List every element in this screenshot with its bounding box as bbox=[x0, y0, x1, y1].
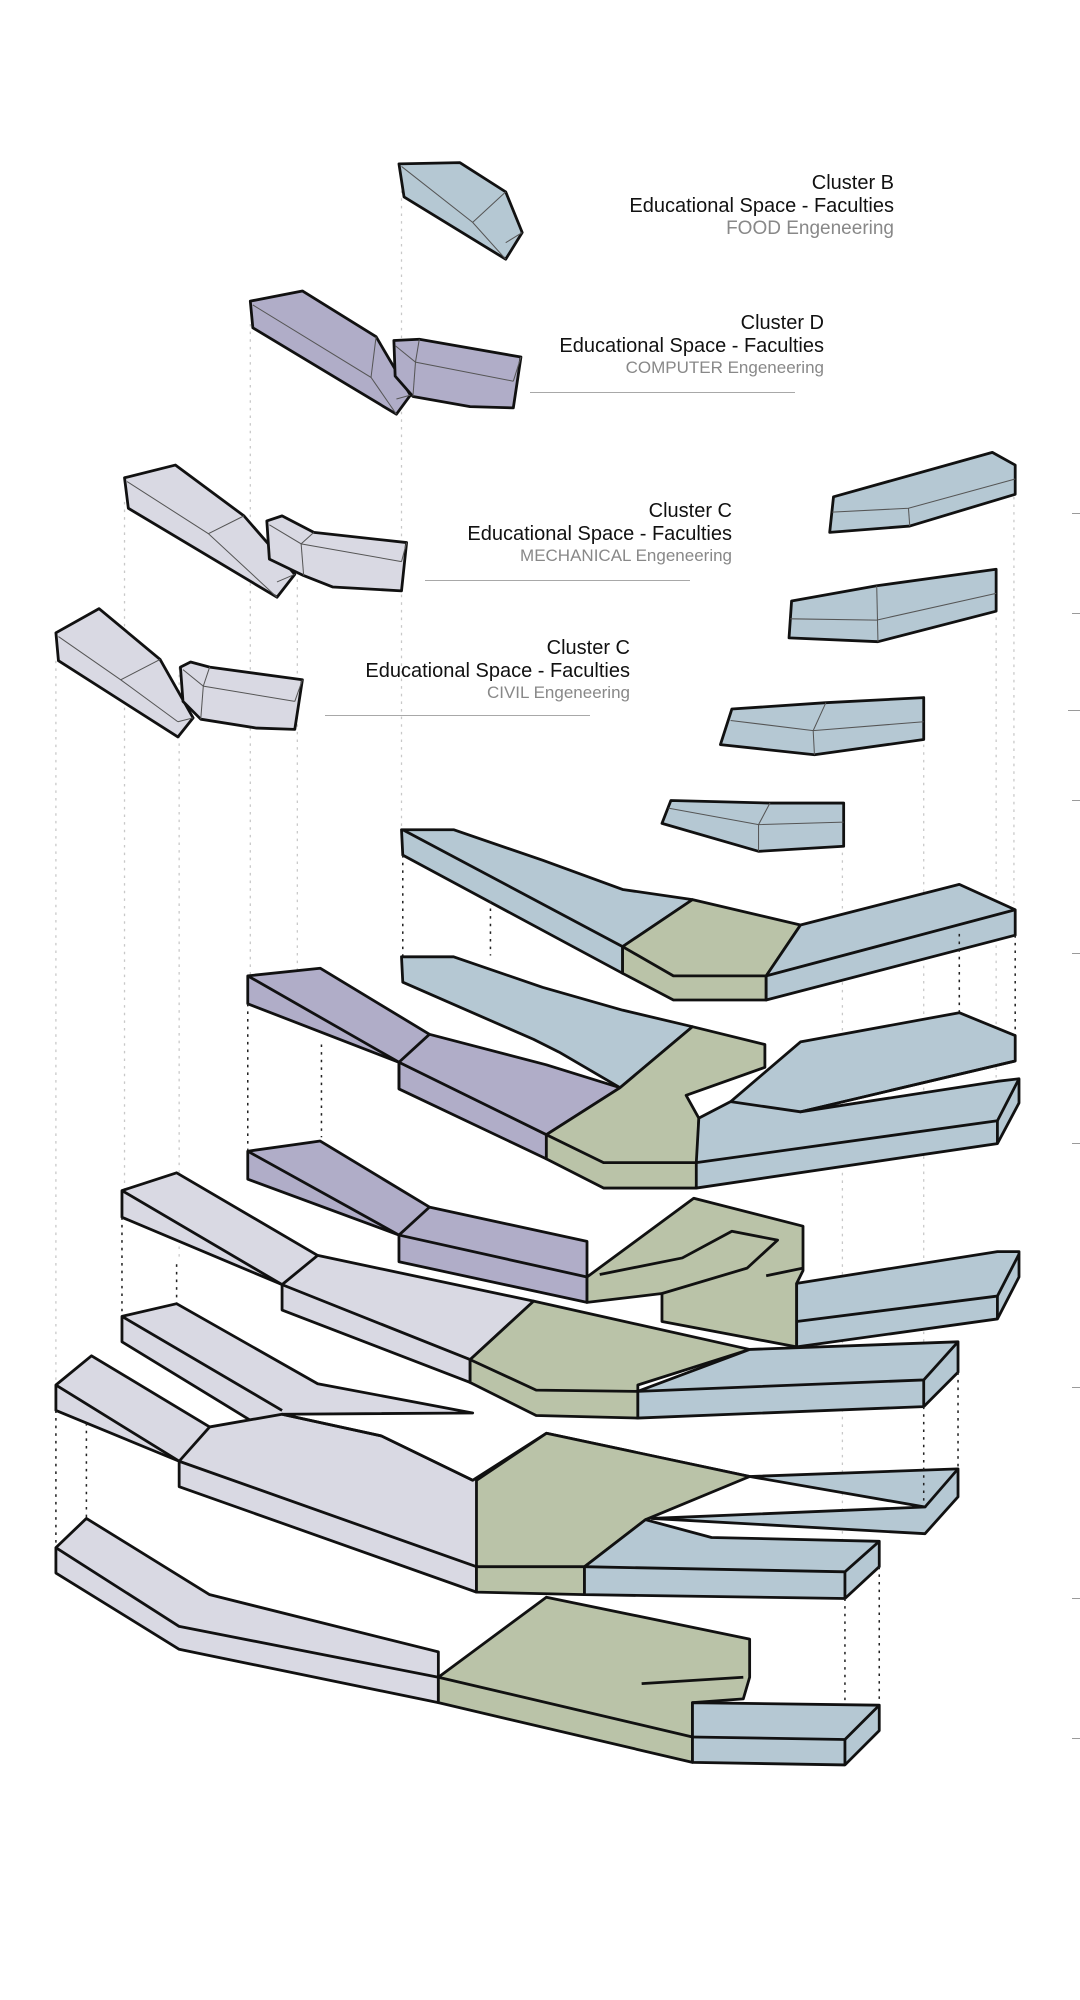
level-tick bbox=[1072, 1738, 1080, 1739]
faculty-name: COMPUTER Engeneering bbox=[625, 358, 824, 377]
level-tick bbox=[1072, 953, 1080, 954]
cluster-name: Cluster D bbox=[740, 312, 824, 334]
space-type: Educational Space - Faculties bbox=[467, 523, 732, 545]
block-face bbox=[660, 799, 846, 853]
block-food-right-3 bbox=[719, 696, 926, 757]
block-face bbox=[397, 161, 524, 261]
level-tick bbox=[1072, 1143, 1080, 1144]
projection-lines bbox=[55, 190, 1015, 1576]
leader-line-civil bbox=[325, 715, 590, 716]
level-tick bbox=[1068, 710, 1080, 711]
faculty-name: CIVIL Engeneering bbox=[486, 683, 630, 702]
label-cluster-b: Cluster B Educational Space - Faculties … bbox=[629, 172, 894, 240]
level-tick bbox=[1072, 1387, 1080, 1388]
leader-line-computer bbox=[530, 392, 795, 393]
block-face bbox=[787, 567, 998, 644]
block-face bbox=[828, 450, 1017, 534]
tier-5 bbox=[54, 1302, 960, 1600]
block-face bbox=[392, 337, 523, 410]
level-tick bbox=[1072, 1598, 1080, 1599]
label-cluster-d: Cluster D Educational Space - Faculties … bbox=[559, 312, 824, 378]
space-type: Educational Space - Faculties bbox=[629, 195, 894, 217]
cluster-name: Cluster C bbox=[648, 500, 732, 522]
space-type: Educational Space - Faculties bbox=[559, 335, 824, 357]
tier-6 bbox=[54, 1517, 881, 1767]
leader-line-mechanical bbox=[425, 580, 690, 581]
tier-4 bbox=[120, 1171, 960, 1420]
block-face bbox=[265, 514, 408, 593]
level-tick bbox=[1072, 513, 1080, 514]
level-tick bbox=[1072, 613, 1080, 614]
faculty-name: MECHANICAL Engeneering bbox=[520, 546, 732, 565]
cluster-name: Cluster B bbox=[811, 172, 894, 194]
label-cluster-c-mechanical: Cluster C Educational Space - Faculties … bbox=[467, 500, 732, 566]
block-food-right-4 bbox=[660, 799, 846, 853]
space-type: Educational Space - Faculties bbox=[365, 660, 630, 682]
label-cluster-c-civil: Cluster C Educational Space - Faculties … bbox=[365, 637, 630, 703]
block-face bbox=[719, 696, 926, 757]
tier-2 bbox=[246, 955, 1021, 1190]
tier-3 bbox=[246, 1139, 1021, 1349]
faculty-name: FOOD Engeneering bbox=[726, 218, 894, 239]
level-tick bbox=[1072, 800, 1080, 801]
tier-1 bbox=[400, 828, 1017, 1036]
block-face bbox=[179, 660, 304, 731]
cluster-name: Cluster C bbox=[546, 637, 630, 659]
block-food-right-2 bbox=[787, 567, 998, 644]
block-food-top bbox=[397, 161, 524, 261]
block-computer-top bbox=[248, 289, 523, 416]
block-mechanical-top bbox=[123, 463, 408, 599]
block-civil-top bbox=[54, 607, 304, 739]
block-food-right-1 bbox=[828, 450, 1017, 534]
